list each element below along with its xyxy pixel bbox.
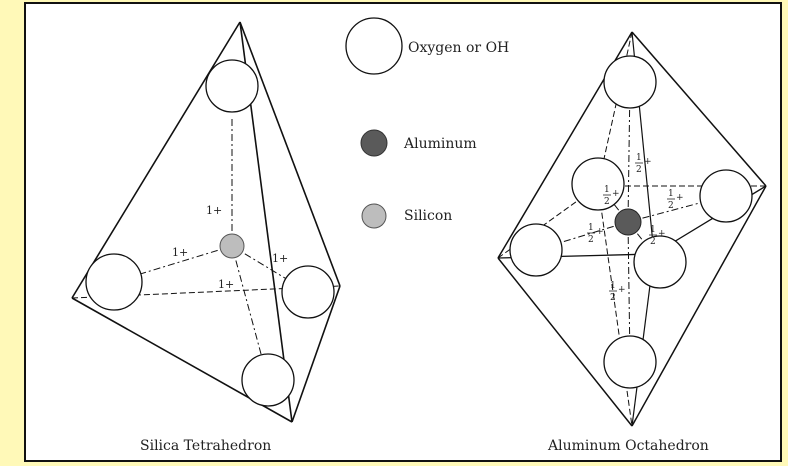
fraction-denominator: 2: [588, 235, 594, 245]
bond-fraction-label: 1 2+: [603, 185, 620, 207]
oxygen-atom: [205, 59, 259, 113]
fraction-numerator: 1: [668, 189, 674, 199]
bond-fraction-label: 1 2+: [635, 153, 652, 175]
bond-charge-label: 1+: [206, 204, 222, 217]
fraction-numerator: 1: [588, 223, 594, 233]
bond-fraction-label: 1 2+: [609, 281, 626, 303]
silica-tetrahedron: [71, 21, 341, 423]
oxygen-atom: [85, 253, 143, 311]
fraction-sign: +: [676, 193, 684, 203]
fraction-numerator: 1: [604, 185, 610, 195]
oxygen-atom: [603, 55, 657, 109]
bond-charge-label: 1+: [218, 278, 234, 291]
legend-silicon-label: Silicon: [404, 208, 452, 224]
fraction-denominator: 2: [636, 165, 642, 175]
fraction-denominator: 2: [668, 201, 674, 211]
aluminum-octahedron: [497, 31, 767, 427]
fraction-denominator: 2: [610, 293, 616, 303]
bond-charge-label: 1+: [172, 246, 188, 259]
legend-oxygen-label: Oxygen or OH: [408, 40, 509, 56]
oxygen-atom: [281, 265, 335, 319]
legend: Oxygen or OH Aluminum Silicon: [345, 17, 509, 229]
fraction-numerator: 1: [650, 225, 656, 235]
aluminum-atom: [614, 208, 642, 236]
oxygen-atom: [603, 335, 657, 389]
legend-aluminum-label: Aluminum: [403, 136, 477, 152]
oxygen-atom: [241, 353, 295, 407]
aluminum-legend-icon: [360, 129, 388, 157]
fraction-denominator: 2: [604, 197, 610, 207]
tetrahedron-caption: Silica Tetrahedron: [140, 438, 271, 454]
oxygen-atom: [633, 235, 687, 289]
fraction-sign: +: [644, 157, 652, 167]
fraction-sign: +: [618, 285, 626, 295]
fraction-sign: +: [612, 189, 620, 199]
bond-charge-label: 1+: [272, 252, 288, 265]
bond-fraction-label: 1 2+: [667, 189, 684, 211]
fraction-denominator: 2: [650, 237, 656, 247]
bond-fraction-label: 1 2+: [649, 225, 666, 247]
oxygen-legend-icon: [345, 17, 403, 75]
oxygen-atom: [571, 157, 625, 211]
silicon-legend-icon: [361, 203, 387, 229]
fraction-numerator: 1: [636, 153, 642, 163]
fraction-numerator: 1: [610, 281, 616, 291]
oxygen-atom: [509, 223, 563, 277]
silicon-atom: [219, 233, 245, 259]
bond-fraction-label: 1 2+: [587, 223, 604, 245]
octahedron-bond-labels: 12+12+12+12+12+12+: [587, 153, 684, 303]
fraction-sign: +: [596, 227, 604, 237]
octahedron-caption: Aluminum Octahedron: [547, 438, 709, 454]
oxygen-atom: [699, 169, 753, 223]
tetrahedron-bond-labels: 1+ 1+ 1+ 1+: [172, 204, 288, 291]
fraction-sign: +: [658, 229, 666, 239]
